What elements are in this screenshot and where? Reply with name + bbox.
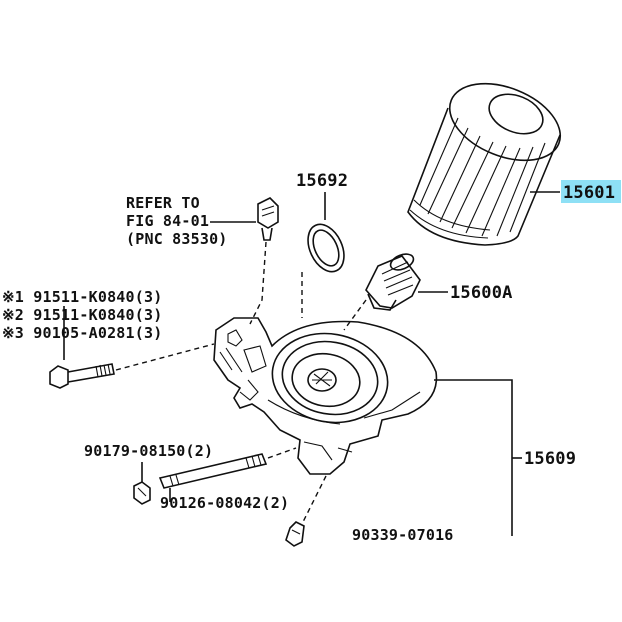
nipple-axis-line [301, 475, 327, 525]
stud-bolt [158, 453, 268, 489]
union-nipple [285, 521, 305, 547]
drain-plug [133, 481, 151, 505]
stud-axis-line [267, 447, 297, 459]
label-bracket: 15609 [524, 449, 576, 469]
label-nipple: 90339-07016 [352, 526, 454, 544]
label-refer-1: REFER TO [126, 194, 200, 212]
label-stud: 90126-08042(2) [160, 494, 289, 512]
label-refer-2: FIG 84-01 [126, 212, 209, 230]
filter-highlight [561, 180, 621, 203]
o-ring-gasket [307, 223, 345, 273]
label-valve: 15600A [450, 283, 513, 303]
label-bolt-1: ※1 91511-K0840(3) [2, 288, 162, 306]
label-plug: 90179-08150(2) [84, 442, 213, 460]
valve-axis-line [343, 299, 367, 331]
label-filter: 15601 [563, 183, 615, 203]
relief-valve [365, 253, 421, 311]
bolt-axis-line [115, 343, 215, 371]
oil-filter [407, 82, 562, 246]
sensor-mount-line [249, 241, 267, 325]
label-bolt-3: ※3 90105-A0281(3) [2, 324, 162, 342]
mounting-bolt [49, 363, 115, 389]
leader-bracket [434, 379, 513, 536]
filter-bracket [213, 317, 438, 475]
label-gasket: 15692 [296, 171, 348, 191]
oil-pressure-sensor [257, 197, 279, 241]
label-refer-3: (PNC 83530) [126, 230, 228, 248]
label-bolt-2: ※2 91511-K0840(3) [2, 306, 162, 324]
